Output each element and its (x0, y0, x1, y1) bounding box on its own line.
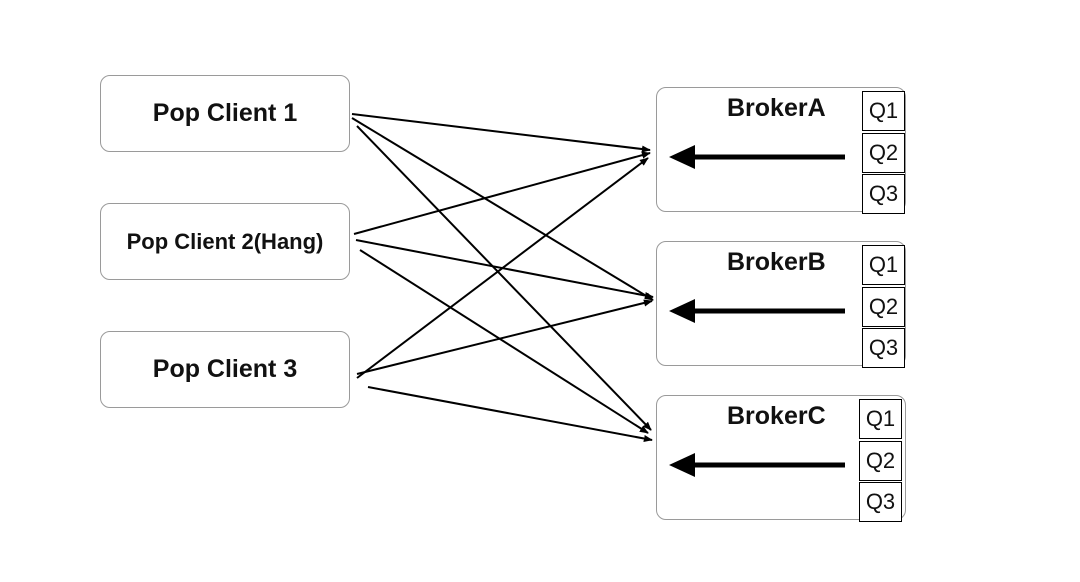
pop-client-1: Pop Client 1 (100, 75, 350, 152)
broker-a-queue-q2: Q2 (862, 133, 905, 173)
pop-client-3: Pop Client 3 (100, 331, 350, 408)
arrow-client2-to-brokerB (355, 239, 654, 300)
broker-b-title: BrokerB (727, 248, 826, 276)
broker-b-queue-q2: Q2 (862, 287, 905, 327)
broker-a-title: BrokerA (727, 94, 826, 122)
broker-a: BrokerA Q1 Q2 Q3 (656, 87, 906, 214)
broker-c-queue-q2: Q2 (859, 441, 902, 481)
broker-c-queue-q3: Q3 (859, 482, 902, 522)
broker-b-queue-q3: Q3 (862, 328, 905, 368)
broker-a-queue-q1: Q1 (862, 91, 905, 131)
pop-client-2: Pop Client 2(Hang) (100, 203, 350, 280)
arrow-client2-to-brokerA (353, 151, 651, 235)
pop-client-3-label: Pop Client 3 (152, 355, 298, 383)
broker-b-consume-arrow (669, 299, 845, 323)
pop-client-2-label: Pop Client 2(Hang) (126, 228, 324, 254)
arrow-client1-to-brokerA (351, 113, 651, 153)
broker-c: BrokerC Q1 Q2 Q3 (656, 395, 906, 522)
arrow-client1-to-brokerC (356, 125, 652, 431)
broker-b: BrokerB Q1 Q2 Q3 (656, 241, 906, 368)
broker-c-title: BrokerC (727, 402, 826, 430)
arrow-client3-to-brokerA (356, 157, 649, 379)
arrow-client2-to-brokerC (359, 249, 649, 434)
broker-c-queue-q1: Q1 (859, 399, 902, 439)
broker-b-queue-q1: Q1 (862, 245, 905, 285)
broker-c-consume-arrow (669, 453, 845, 477)
arrow-client3-to-brokerB (356, 299, 653, 375)
arrow-client3-to-brokerC (367, 386, 653, 443)
broker-a-consume-arrow (669, 145, 845, 169)
broker-a-queue-q3: Q3 (862, 174, 905, 214)
arrow-client1-to-brokerB (351, 117, 654, 301)
pop-client-1-label: Pop Client 1 (152, 99, 298, 127)
